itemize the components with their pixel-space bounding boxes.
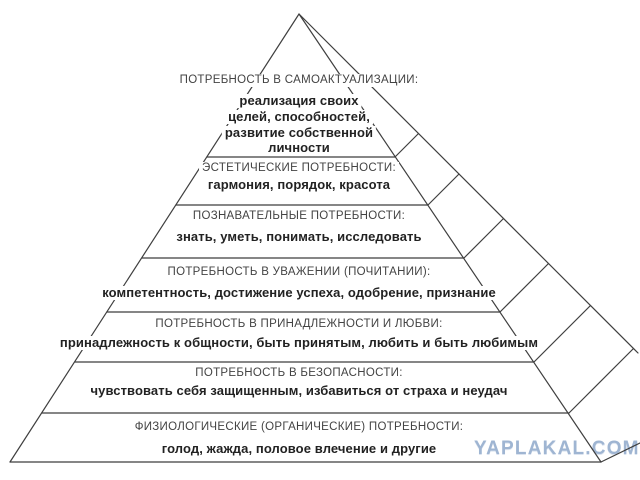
level-7-header: ФИЗИОЛОГИЧЕСКИЕ (ОРГАНИЧЕСКИЕ) ПОТРЕБНОС… [131,421,467,434]
pyramid-left-edge [9,13,300,463]
level-2-header: ЭСТЕТИЧЕСКИЕ ПОТРЕБНОСТИ: [199,162,399,175]
level-3-header: ПОЗНАВАТЕЛЬНЫЕ ПОТРЕБНОСТИ: [189,210,409,223]
side-face-divider-2 [427,173,460,206]
side-face-divider-3 [463,217,505,259]
level-3-description: знать, уметь, понимать, исследовать [173,230,425,244]
level-5-description: принадлежность к общности, быть принятым… [56,336,542,350]
level-5-header: ПОТРЕБНОСТЬ В ПРИНАДЛЕЖНОСТИ И ЛЮБВИ: [152,318,446,331]
level-1-description-line-2: целей, способностей, [225,110,373,124]
level-7-description: голод, жажда, половое влечение и другие [158,442,440,456]
side-face-divider-4 [499,262,550,313]
pyramid-right-edge [298,13,602,463]
side-face-divider-6 [568,347,635,414]
watermark: YAPLAKAL.COM [474,438,640,459]
pyramid-back-edge [298,13,639,354]
side-face-divider-1 [394,132,420,158]
level-6-header: ПОТРЕБНОСТЬ В БЕЗОПАСНОСТИ: [192,367,406,380]
level-4-description: компетентность, достижение успеха, одобр… [99,286,499,300]
level-6-description: чувствовать себя защищенным, избавиться … [87,384,511,398]
level-4-header: ПОТРЕБНОСТЬ В УВАЖЕНИИ (ПОЧИТАНИИ): [164,266,434,279]
level-1-description-line-3: развитие собственной [221,126,377,140]
side-face-divider-5 [533,304,592,363]
level-1-description-line-4: личности [265,141,333,155]
level-1-description-line-1: реализация своих [236,94,362,108]
level-1-header: ПОТРЕБНОСТЬ В САМОАКТУАЛИЗАЦИИ: [176,74,422,87]
side-face-base-edge [600,442,640,463]
level-2-description: гармония, порядок, красота [204,178,394,192]
